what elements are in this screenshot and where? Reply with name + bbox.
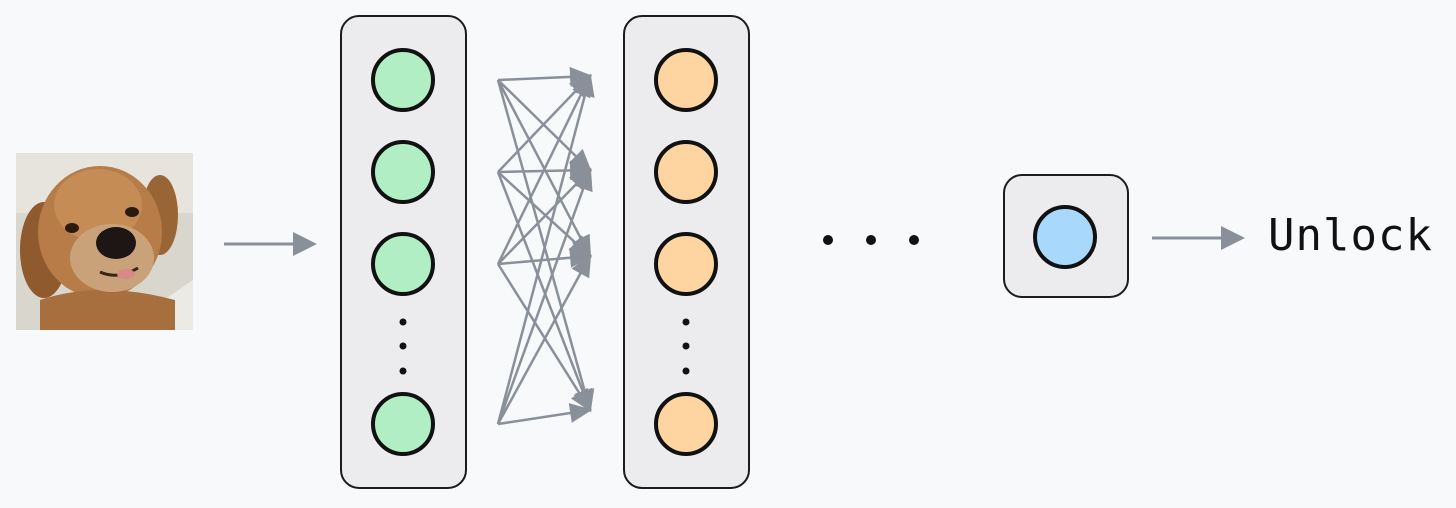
connection-arrow bbox=[496, 171, 593, 413]
output-label: Unlock bbox=[1268, 210, 1433, 261]
connection-arrow bbox=[497, 403, 593, 426]
layer-2-node bbox=[654, 392, 718, 456]
hidden-layer-2-nodes bbox=[654, 48, 718, 456]
layer-1-node bbox=[371, 48, 435, 112]
connection-arrow bbox=[497, 247, 593, 268]
connection-arrow bbox=[496, 253, 592, 425]
layer-2-node bbox=[654, 232, 718, 296]
output-node bbox=[1033, 205, 1097, 269]
layer-1-ellipsis bbox=[399, 318, 407, 375]
layer-connections bbox=[496, 66, 595, 426]
connection-arrow bbox=[496, 73, 592, 265]
layer-1-node bbox=[371, 140, 435, 204]
layer-2-node bbox=[654, 48, 718, 112]
connection-arrow bbox=[497, 66, 593, 87]
connection-arrow bbox=[496, 79, 595, 413]
connection-arrow bbox=[497, 171, 592, 258]
layer-1-node bbox=[371, 392, 435, 456]
connection-arrow bbox=[496, 167, 593, 425]
layer-2-ellipsis bbox=[682, 318, 690, 375]
connection-arrow bbox=[496, 263, 592, 413]
layer-2-node bbox=[654, 140, 718, 204]
layer-1-node bbox=[371, 232, 435, 296]
more-layers-ellipsis bbox=[823, 235, 919, 245]
connection-arrow bbox=[496, 73, 595, 425]
dog-photo bbox=[16, 153, 193, 330]
hidden-layer-1-nodes bbox=[371, 48, 435, 456]
